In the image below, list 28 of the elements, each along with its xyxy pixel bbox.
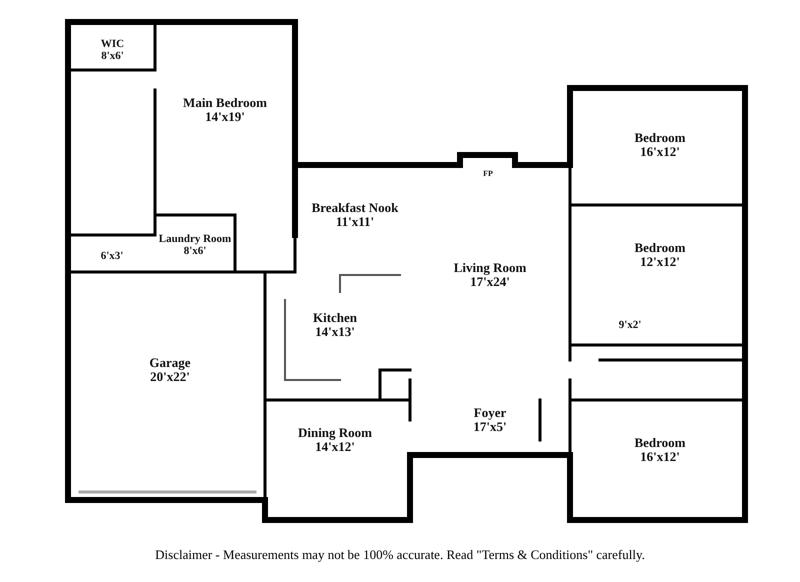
room-dimensions: 8'x6' <box>101 50 124 62</box>
room-name: Laundry Room <box>158 232 232 245</box>
fireplace-label: FP <box>483 170 493 178</box>
room-name: Bedroom <box>634 436 686 450</box>
room-name: Bedroom <box>634 130 686 145</box>
room-name: Garage <box>149 356 191 370</box>
room-name: Kitchen <box>312 310 358 325</box>
room-dimensions: 14'x19' <box>205 110 245 124</box>
room-name: Main Bedroom <box>183 96 267 110</box>
room-dimensions: 14'x13' <box>315 325 355 340</box>
room-dimensions: 14'x12' <box>315 440 355 454</box>
room-dimensions: 12'x12' <box>640 255 680 270</box>
room-dimensions: 20'x22' <box>150 370 190 384</box>
room-dimensions: 9'x2' <box>618 318 642 332</box>
room-name: Living Room <box>454 260 526 275</box>
room-name: Foyer <box>474 406 506 420</box>
room-name: Bedroom <box>634 240 686 255</box>
room-dimensions: 6'x3' <box>100 250 124 262</box>
room-dimensions: 17'x24' <box>470 275 510 290</box>
room-dimensions: 16'x12' <box>640 450 680 464</box>
room-name: Breakfast Nook <box>312 200 398 215</box>
room-dimensions: 8'x6' <box>184 245 206 258</box>
room-name: WIC <box>100 38 124 50</box>
room-name: Dining Room <box>298 426 372 440</box>
room-dimensions: 11'x11' <box>336 215 374 230</box>
room-dimensions: 17'x5' <box>473 420 507 434</box>
room-dimensions: 16'x12' <box>640 145 680 160</box>
disclaimer-note: Disclaimer - Measurements may not be 100% accurate. Read "Terms & Conditions" carefully. <box>155 547 645 563</box>
